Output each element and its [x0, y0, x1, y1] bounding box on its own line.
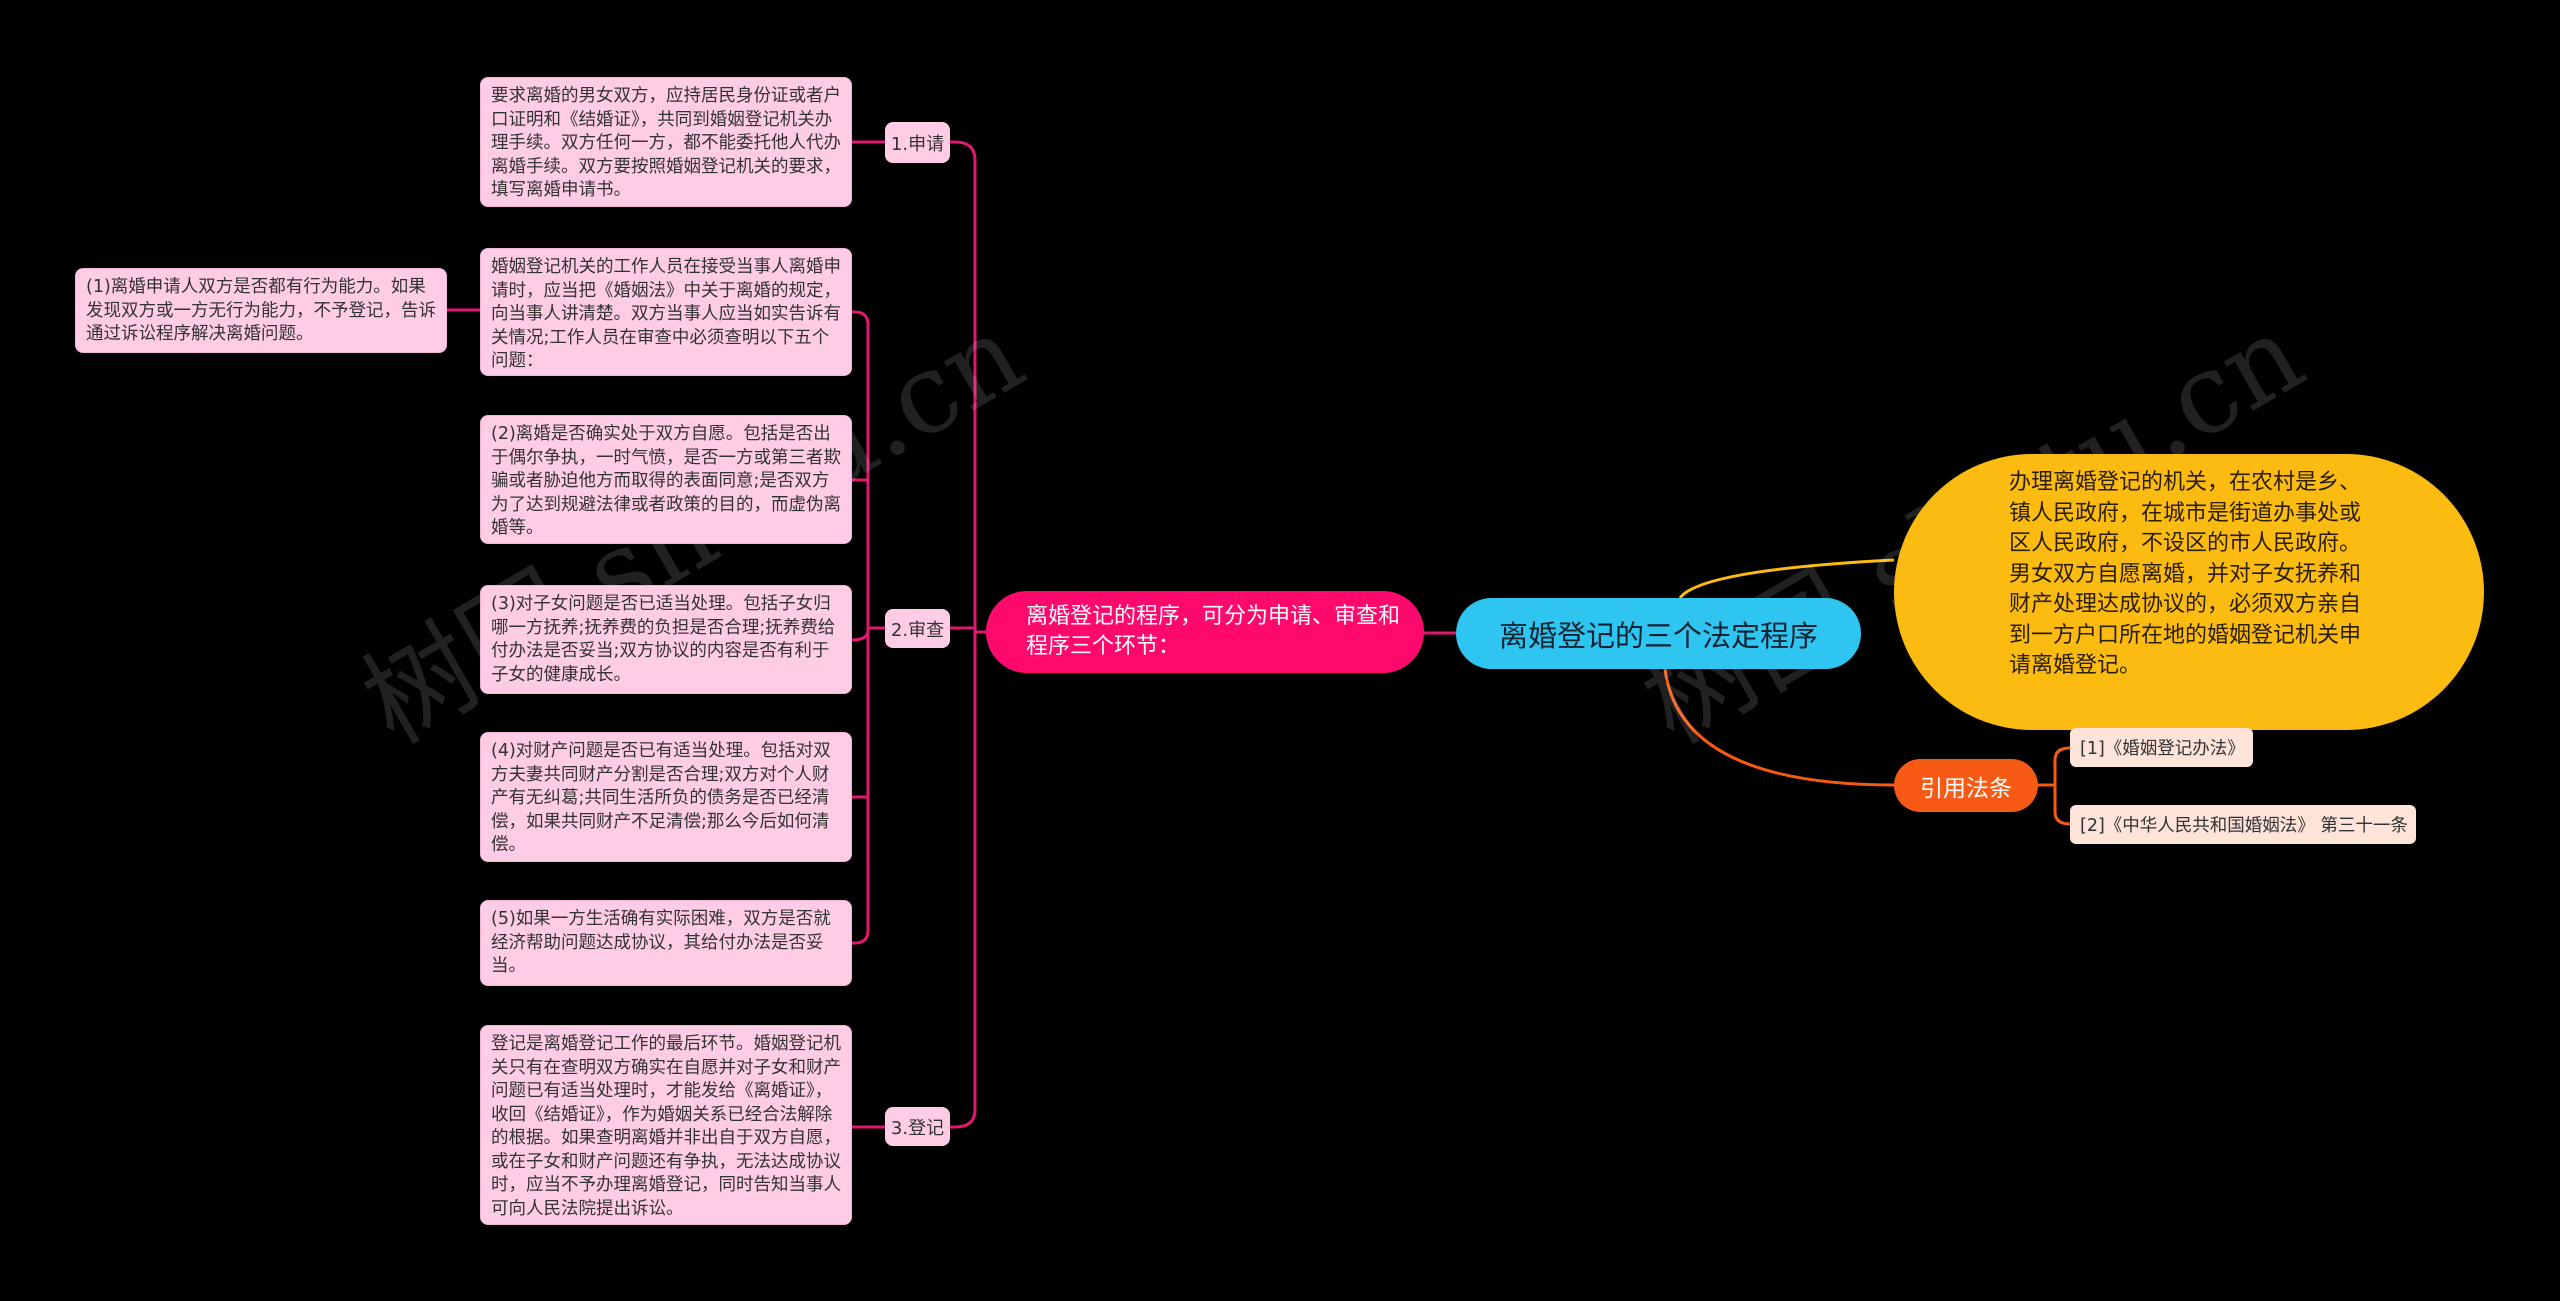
- step-register-node[interactable]: 3.登记: [885, 1107, 950, 1146]
- reference-text: [2]《中华人民共和国婚姻法》 第三十一条: [2080, 816, 2408, 836]
- node-text: 办理离婚登记的机关，在农村是乡、镇人民政府，在城市是街道办事处或区人民政府，不设…: [2009, 470, 2362, 678]
- step-apply-node[interactable]: 1.申请: [885, 122, 950, 163]
- node-text: 婚姻登记机关的工作人员在接受当事人离婚申请时，应当把《婚姻法》中关于离婚的规定，…: [491, 257, 841, 371]
- review-item-2-node[interactable]: (2)离婚是否确实处于双方自愿。包括是否出于偶尔争执，一时气愤，是否一方或第三者…: [480, 415, 852, 544]
- review-item-1-node[interactable]: (1)离婚申请人双方是否都有行为能力。如果发现双方或一方无行为能力，不予登记，告…: [75, 268, 447, 353]
- step-label: 1.申请: [890, 133, 945, 155]
- node-text: (5)如果一方生活确有实际困难，双方是否就经济帮助问题达成协议，其给付办法是否妥…: [491, 909, 831, 976]
- node-text: (3)对子女问题是否已适当处理。包括子女归哪一方抚养;抚养费的负担是否合理;抚养…: [491, 594, 836, 685]
- root-node[interactable]: 离婚登记的三个法定程序: [1456, 598, 1861, 669]
- apply-detail-node[interactable]: 要求离婚的男女双方，应持居民身份证或者户口证明和《结婚证》，共同到婚姻登记机关办…: [480, 77, 852, 207]
- root-title: 离婚登记的三个法定程序: [1498, 618, 1818, 653]
- register-detail-node[interactable]: 登记是离婚登记工作的最后环节。婚姻登记机关只有在查明双方确实在自愿并对子女和财产…: [480, 1025, 852, 1225]
- procedure-node[interactable]: 离婚登记的程序，可分为申请、审查和程序三个环节：: [986, 591, 1424, 673]
- references-title: 引用法条: [1920, 775, 2012, 802]
- references-node[interactable]: 引用法条: [1894, 759, 2038, 812]
- review-intro-node[interactable]: 婚姻登记机关的工作人员在接受当事人离婚申请时，应当把《婚姻法》中关于离婚的规定，…: [480, 248, 852, 376]
- node-text: (4)对财产问题是否已有适当处理。包括对双方夫妻共同财产分割是否合理;双方对个人…: [491, 741, 831, 855]
- node-text: 要求离婚的男女双方，应持居民身份证或者户口证明和《结婚证》，共同到婚姻登记机关办…: [491, 86, 841, 200]
- step-label: 3.登记: [890, 1117, 945, 1139]
- step-label: 2.审查: [890, 619, 945, 641]
- reference-text: [1]《婚姻登记办法》: [2080, 739, 2245, 759]
- review-item-5-node[interactable]: (5)如果一方生活确有实际困难，双方是否就经济帮助问题达成协议，其给付办法是否妥…: [480, 900, 852, 986]
- node-text: (2)离婚是否确实处于双方自愿。包括是否出于偶尔争执，一时气愤，是否一方或第三者…: [491, 424, 841, 538]
- step-review-node[interactable]: 2.审查: [885, 609, 950, 648]
- review-item-4-node[interactable]: (4)对财产问题是否已有适当处理。包括对双方夫妻共同财产分割是否合理;双方对个人…: [480, 732, 852, 862]
- reference-item[interactable]: [1]《婚姻登记办法》: [2070, 728, 2253, 767]
- reference-item[interactable]: [2]《中华人民共和国婚姻法》 第三十一条: [2070, 805, 2416, 844]
- node-text: (1)离婚申请人双方是否都有行为能力。如果发现双方或一方无行为能力，不予登记，告…: [86, 277, 436, 344]
- review-item-3-node[interactable]: (3)对子女问题是否已适当处理。包括子女归哪一方抚养;抚养费的负担是否合理;抚养…: [480, 585, 852, 694]
- node-text: 登记是离婚登记工作的最后环节。婚姻登记机关只有在查明双方确实在自愿并对子女和财产…: [491, 1034, 841, 1219]
- authority-node[interactable]: 办理离婚登记的机关，在农村是乡、镇人民政府，在城市是街道办事处或区人民政府，不设…: [1894, 454, 2484, 730]
- procedure-title: 离婚登记的程序，可分为申请、审查和程序三个环节：: [1026, 604, 1401, 659]
